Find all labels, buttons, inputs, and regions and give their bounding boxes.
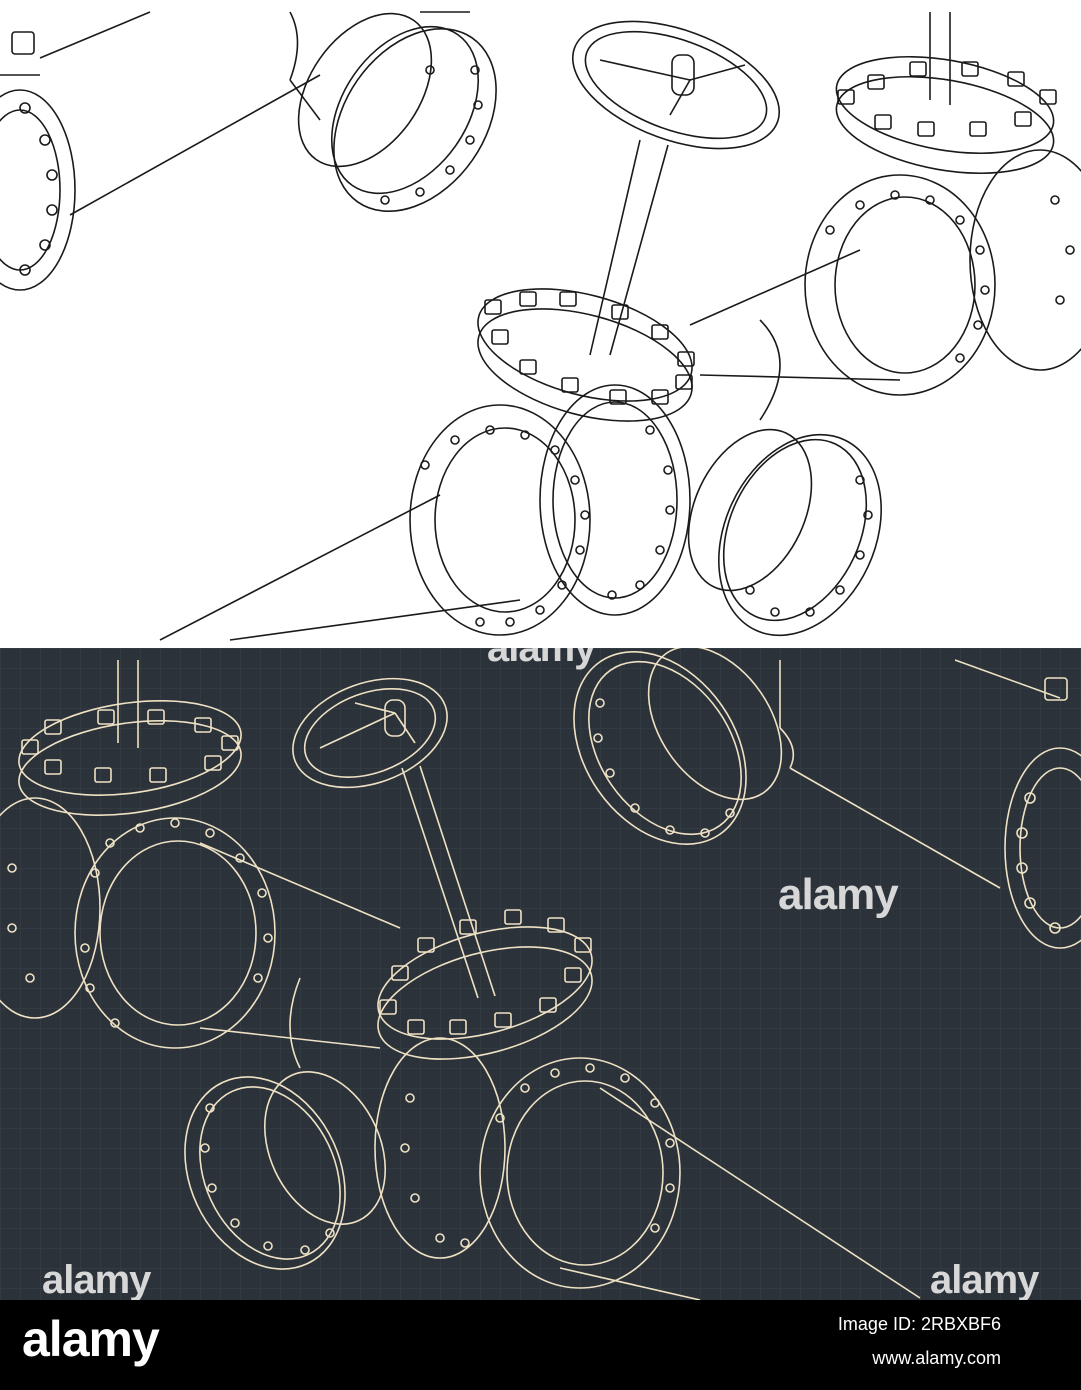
image-id-label: Image ID: 2RBXBF6 (837, 1314, 1001, 1334)
blueprint-grid (0, 648, 1081, 1300)
bottom-blueprint-panel: alamy alamy alamy alamy (0, 648, 1081, 1300)
footer-bar: alamy Image ID: 2RBXBF6 www.alamy.com (0, 1300, 1081, 1390)
pipeline-valve-blueprint-drawing (0, 648, 1081, 1300)
site-link[interactable]: www.alamy.com (872, 1348, 1001, 1368)
watermark-bottom-right: alamy (930, 1258, 1039, 1300)
watermark-center: alamy (778, 870, 899, 919)
watermark-bottom-left: alamy (42, 1258, 151, 1300)
footer-logo[interactable]: alamy (22, 1311, 160, 1367)
pipeline-valve-line-drawing (0, 11, 1081, 641)
top-drawing-panel (0, 0, 1081, 648)
watermark-top-center: alamy (487, 648, 596, 670)
